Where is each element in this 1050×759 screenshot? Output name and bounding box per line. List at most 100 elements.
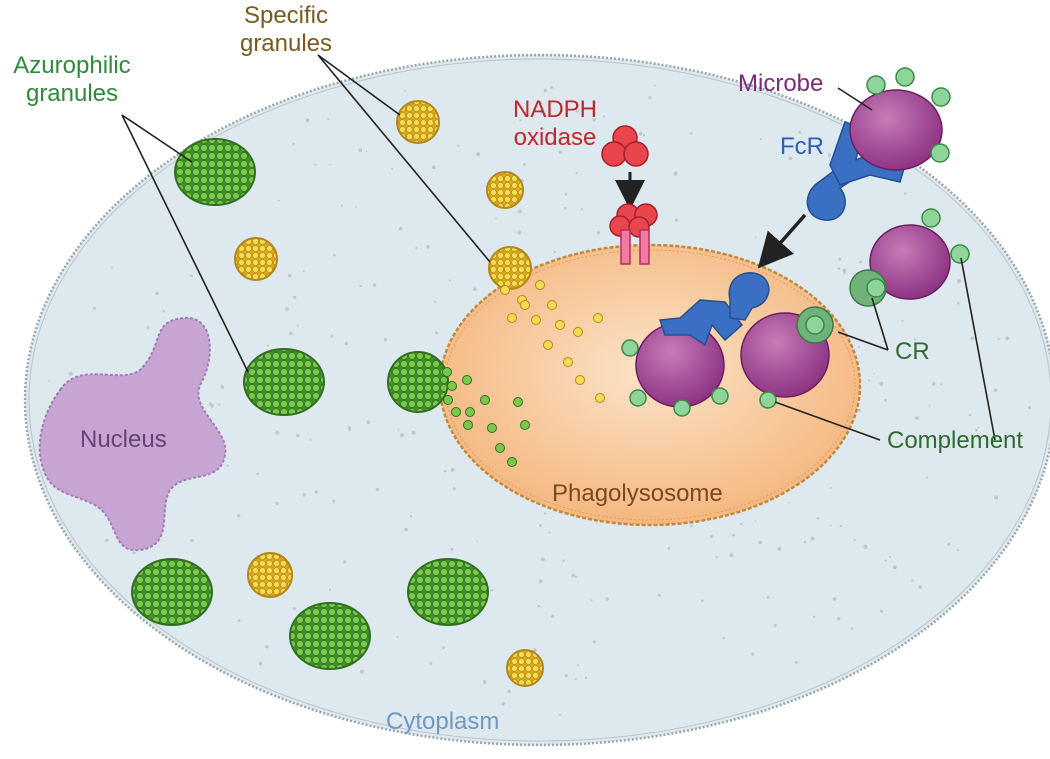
speckle: [722, 636, 725, 640]
speckle: [162, 309, 166, 313]
speckle: [562, 559, 565, 562]
speckle: [519, 119, 522, 122]
speckle: [667, 546, 671, 550]
speckle: [266, 344, 269, 347]
speckle: [501, 702, 505, 706]
cr-label: CR: [895, 338, 930, 365]
speckle: [596, 231, 601, 235]
speckle: [574, 678, 577, 681]
speckle: [476, 152, 481, 157]
leader-lines: [121, 54, 996, 441]
speckle: [956, 549, 960, 552]
speckle: [372, 283, 377, 287]
speckle: [563, 207, 567, 210]
speckle: [475, 540, 478, 543]
speckle: [48, 380, 50, 382]
speckle: [146, 326, 150, 330]
nadph-oxidase: [601, 125, 658, 265]
speckle: [853, 538, 856, 542]
released-specific-content: [520, 300, 530, 310]
speckle: [575, 109, 579, 113]
azurophilic-granule: [174, 138, 256, 206]
speckle: [970, 336, 975, 341]
microbe-leader: [837, 87, 873, 111]
speckle: [690, 524, 693, 527]
speckle: [383, 338, 388, 342]
speckle: [450, 467, 455, 472]
speckle: [523, 162, 526, 166]
speckle: [571, 573, 575, 578]
speckle: [327, 118, 330, 121]
speckle: [292, 142, 295, 145]
fcr-label: FcR: [780, 133, 824, 160]
speckle: [837, 267, 841, 270]
speckle: [543, 88, 548, 93]
specific-leader: [317, 54, 491, 263]
released-specific-content: [575, 375, 585, 385]
speckle: [588, 142, 591, 144]
speckle: [766, 596, 770, 599]
specific-granule: [247, 552, 293, 598]
azurophilic-label-line2: granules: [25, 79, 119, 107]
speckle: [541, 557, 545, 562]
released-specific-content: [573, 327, 583, 337]
speckle: [399, 226, 403, 231]
speckle: [777, 547, 782, 551]
speckle: [957, 279, 961, 284]
released-azurophilic-content: [463, 420, 473, 430]
speckle: [354, 206, 357, 208]
speckle: [343, 560, 347, 564]
external-microbe-fcr: [806, 67, 951, 221]
released-azurophilic-content: [451, 407, 461, 417]
specific-granule: [234, 237, 278, 281]
complement-protein: [950, 244, 970, 264]
speckle: [889, 555, 891, 558]
specific-granule: [486, 171, 524, 209]
speckle: [715, 555, 718, 559]
internalized-microbes: [621, 272, 834, 417]
released-azurophilic-content: [443, 395, 453, 405]
speckle: [792, 250, 795, 253]
speckle: [851, 627, 854, 630]
speckle: [729, 553, 734, 557]
speckle: [426, 245, 430, 249]
speckle: [701, 599, 704, 602]
speckle: [538, 579, 543, 584]
complement-protein: [805, 315, 825, 335]
complement-protein: [866, 278, 886, 298]
speckle: [190, 538, 194, 543]
speckle: [358, 148, 363, 153]
speckle: [558, 150, 562, 154]
speckle: [580, 208, 584, 211]
speckle: [537, 604, 541, 608]
speckle: [758, 540, 762, 545]
speckle: [788, 156, 793, 161]
speckle: [956, 301, 960, 305]
fcr-receptor-inside: [728, 272, 770, 321]
speckle: [859, 260, 862, 264]
speckle: [810, 536, 815, 541]
speckle: [884, 398, 887, 402]
speckle: [830, 487, 832, 489]
nucleus: [38, 316, 227, 552]
speckle: [858, 346, 861, 348]
specific-leader: [317, 54, 401, 116]
speckle: [309, 438, 312, 441]
speckle: [397, 429, 400, 431]
speckle: [673, 171, 678, 176]
azurophilic-granule: [131, 558, 213, 626]
speckle: [518, 209, 522, 214]
specific-granule: [506, 649, 544, 687]
speckle: [592, 118, 596, 122]
speckle: [332, 499, 335, 503]
speckle: [925, 476, 928, 479]
speckle: [830, 524, 832, 527]
speckle: [642, 134, 646, 137]
speckle: [532, 138, 535, 142]
released-azurophilic-content: [520, 420, 530, 430]
speckle: [873, 373, 875, 375]
complement-protein: [673, 399, 691, 417]
complement-leader: [774, 401, 881, 441]
speckle: [359, 669, 364, 674]
